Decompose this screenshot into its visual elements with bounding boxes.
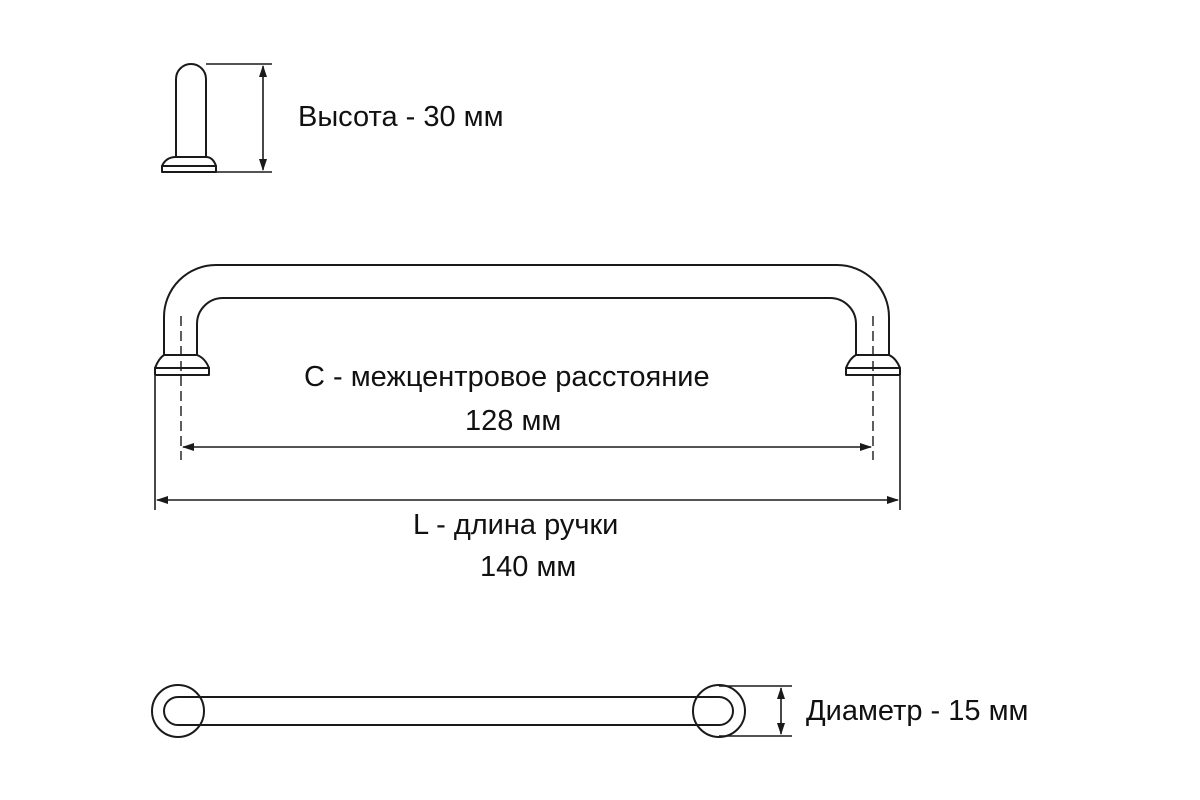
front-view-left-foot [154, 354, 210, 376]
side-view [161, 63, 217, 173]
center-distance-label: С - межцентровое расстояние [304, 361, 710, 393]
front-view-outer-outline [163, 264, 890, 356]
side-view-base-flange [161, 156, 217, 173]
diameter-dimension [719, 685, 792, 737]
length-label: L - длина ручки [413, 509, 618, 541]
top-view-bar-outline [163, 696, 734, 726]
diameter-label: Диаметр - 15 мм [806, 695, 1028, 727]
center-distance-value: 128 мм [465, 405, 561, 437]
top-view [151, 684, 746, 738]
front-view-inner-outline [196, 297, 857, 356]
height-label: Высота - 30 мм [298, 101, 504, 133]
top-view-right-base-circle [692, 684, 746, 738]
side-view-post-outline [175, 63, 207, 158]
front-view-right-foot [845, 354, 901, 376]
top-view-left-base-circle [151, 684, 205, 738]
height-dimension [206, 63, 272, 173]
length-value: 140 мм [480, 551, 576, 583]
front-view [154, 264, 901, 376]
